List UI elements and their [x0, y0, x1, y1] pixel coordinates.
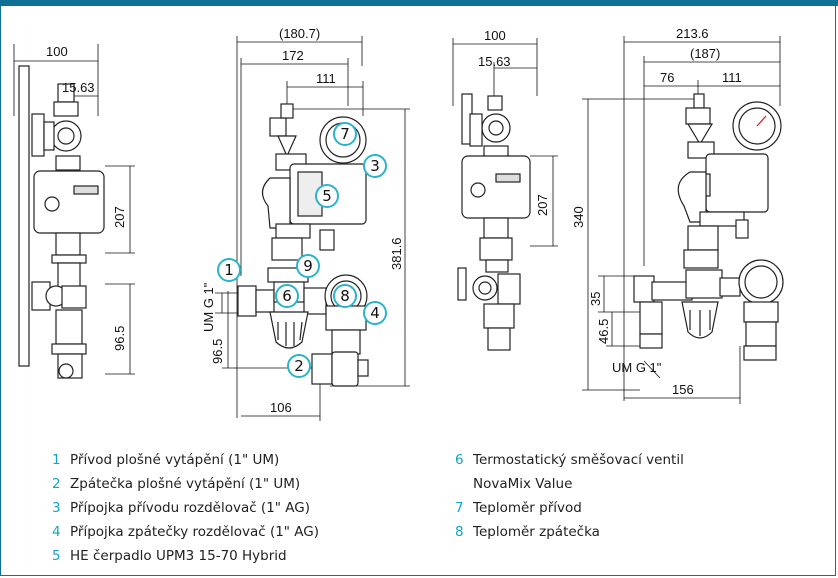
callout-9 — [296, 254, 320, 278]
callout-5 — [315, 184, 339, 208]
callout-6 — [275, 284, 299, 308]
callout-labels: 1 2 3 4 5 6 7 8 9 — [224, 125, 380, 375]
legend-item: 8 Teploměr zpátečka — [455, 520, 815, 544]
legend-item: 1 Přívod plošné vytápění (1" UM) — [52, 448, 432, 472]
v3-width-label: 100 — [484, 28, 506, 43]
callout-7 — [333, 122, 357, 146]
legend-text: Termostatický směšovací ventil NovaMix V… — [473, 452, 684, 492]
v4-base-label: 156 — [672, 382, 694, 397]
v2-thread-label: UM G 1" — [201, 282, 216, 332]
legend-text: Přípojka přívodu rozdělovač (1" AG) — [70, 500, 311, 516]
v4-paren-label: (187) — [690, 46, 720, 61]
callout-2-label: 2 — [294, 357, 304, 375]
view-front — [215, 36, 410, 421]
figure-frame — [0, 6, 836, 576]
legend-text: Teploměr zpátečka — [473, 524, 600, 540]
v4-total-label: 213.6 — [676, 26, 709, 41]
legend-text: Teploměr přívod — [473, 500, 582, 516]
legend-number: 3 — [52, 500, 61, 516]
v4-thread-label: UM G 1" — [612, 360, 662, 375]
v2-total-paren-label: (180.7) — [279, 26, 320, 41]
callout-9-label: 9 — [303, 257, 313, 275]
v4-gauge-label: 111 — [722, 70, 742, 85]
callout-4 — [363, 301, 387, 325]
v4-46-label: 46.5 — [596, 319, 611, 344]
v1-lower-label: 96.5 — [112, 326, 127, 351]
legend-number: 1 — [52, 452, 61, 468]
callouts — [217, 122, 387, 378]
callout-1-label: 1 — [224, 261, 234, 279]
v2-width-label: 172 — [282, 48, 304, 63]
callout-6-label: 6 — [282, 287, 292, 305]
v3-offset-label: 15.63 — [478, 54, 511, 69]
callout-5-label: 5 — [322, 187, 332, 205]
view-side-left — [13, 44, 135, 379]
legend-number: 4 — [52, 524, 61, 540]
v2-height-label: 381.6 — [389, 237, 404, 270]
v4-height-label: 340 — [571, 206, 586, 228]
v4-35-label: 35 — [588, 292, 603, 306]
callout-7-label: 7 — [340, 125, 350, 143]
v4-offset-label: 76 — [660, 70, 674, 85]
callout-8-label: 8 — [340, 287, 350, 305]
legend-item: 6 Termostatický směšovací ventil NovaMix… — [455, 448, 815, 496]
callout-4-label: 4 — [370, 304, 380, 322]
legend-text: Přípojka zpátečky rozdělovač (1" AG) — [70, 524, 320, 540]
legend-item: 7 Teploměr přívod — [455, 496, 815, 520]
callout-3 — [363, 154, 387, 178]
v2-lower-label: 96.5 — [210, 339, 225, 364]
view-rear — [582, 36, 784, 404]
legend-item: 2 Zpátečka plošné vytápění (1" UM) — [52, 472, 432, 496]
v1-height-label: 207 — [112, 206, 127, 228]
legend-text: HE čerpadlo UPM3 15-70 Hybrid — [70, 548, 287, 564]
callout-1 — [217, 258, 241, 282]
v2-gauge-label: 111 — [316, 71, 336, 86]
callout-8 — [333, 284, 357, 308]
legend-number: 6 — [455, 452, 464, 468]
legend-left-column: 1 Přívod plošné vytápění (1" UM) 2 Zpáte… — [52, 448, 432, 568]
legend-item: 3 Přípojka přívodu rozdělovač (1" AG) — [52, 496, 432, 520]
legend-text: Přívod plošné vytápění (1" UM) — [70, 452, 280, 468]
technical-drawing: 100 15.63 207 96.5 — [13, 26, 784, 421]
v2-base-label: 106 — [270, 400, 292, 415]
callout-3-label: 3 — [370, 157, 380, 175]
legend-item: 5 HE čerpadlo UPM3 15-70 Hybrid — [52, 544, 432, 568]
legend-number: 7 — [455, 500, 464, 516]
v1-offset-label: 15.63 — [62, 80, 95, 95]
legend-text: Zpátečka plošné vytápění (1" UM) — [70, 476, 301, 492]
legend-number: 8 — [455, 524, 464, 540]
v3-height-label: 207 — [535, 194, 550, 216]
view-side-right — [452, 38, 558, 351]
legend-number: 2 — [52, 476, 61, 492]
callout-2 — [287, 354, 311, 378]
legend-number: 5 — [52, 548, 61, 564]
legend-item: 4 Přípojka zpátečky rozdělovač (1" AG) — [52, 520, 432, 544]
header-bar — [0, 0, 838, 6]
v1-width-label: 100 — [46, 44, 68, 59]
legend-right-column: 6 Termostatický směšovací ventil NovaMix… — [455, 448, 815, 544]
